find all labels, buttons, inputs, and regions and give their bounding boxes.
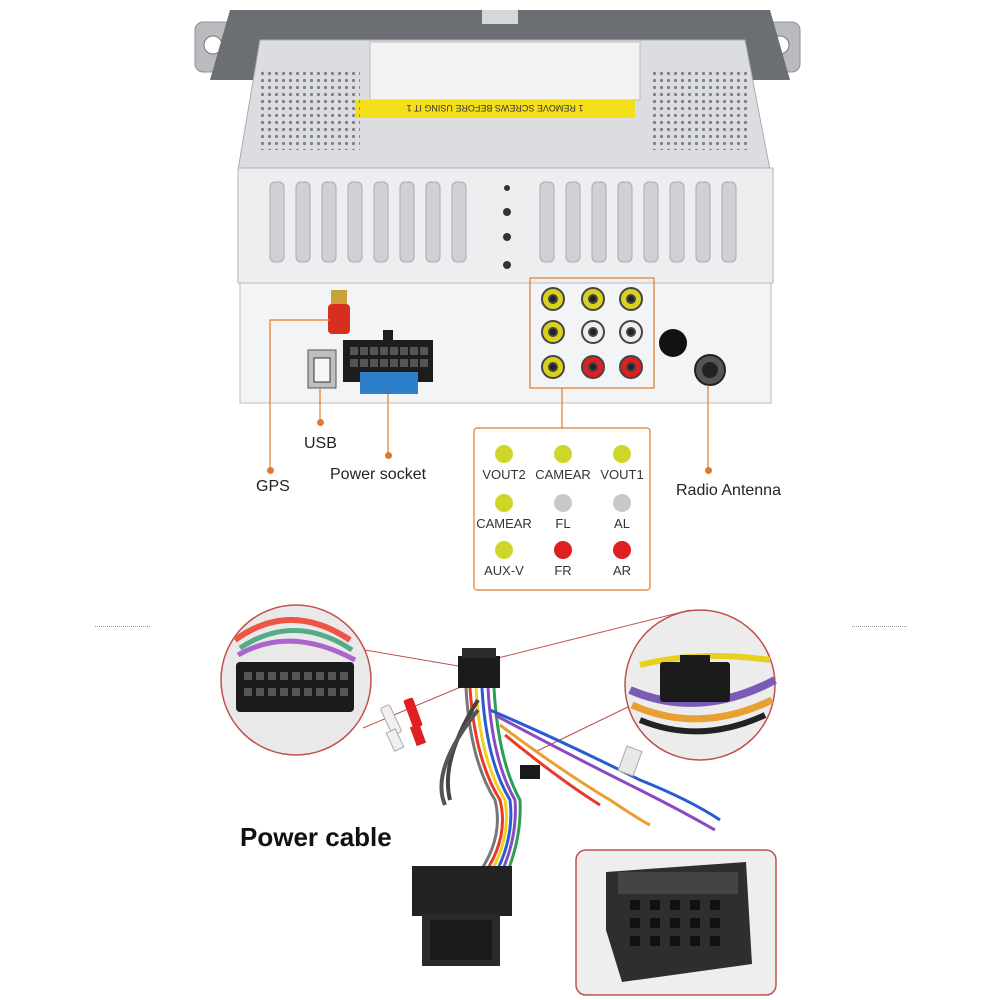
legend-label: AR (612, 563, 632, 578)
upper-chassis (237, 167, 774, 284)
device-illustration: 1 REMOVE SCREWS BEFORE USING IT 1 (194, 10, 801, 591)
power-socket-pin (385, 452, 392, 459)
gps-connector (328, 290, 350, 334)
legend-dot (554, 445, 572, 463)
cable-bottom-connector (412, 866, 512, 966)
legend-label: AUX-V (484, 563, 524, 578)
antenna-pin (705, 467, 712, 474)
legend-dot (613, 494, 631, 512)
power-socket-label: Power socket (330, 466, 427, 483)
rca-plugs (380, 697, 427, 752)
leader-lines (269, 319, 709, 470)
legend-label: VOUT2 (482, 467, 526, 482)
legend-dot (554, 494, 572, 512)
legend-label: AL (614, 516, 630, 531)
top-cover: 1 REMOVE SCREWS BEFORE USING IT 1 (237, 39, 771, 171)
rca-jack-panel (529, 277, 655, 389)
legend-label: VOUT1 (600, 467, 644, 482)
legend-dot (495, 494, 513, 512)
legend-dot (495, 541, 513, 559)
antenna-port (659, 329, 726, 386)
legend-dot (554, 541, 572, 559)
cable-top-connector (458, 648, 500, 688)
radio-antenna-label: Radio Antenna (676, 482, 781, 499)
zoom-circle-right (624, 609, 777, 761)
power-cable-title: Power cable (240, 822, 392, 852)
legend-dot (613, 541, 631, 559)
usb-port (307, 349, 337, 389)
usb-pin (317, 419, 324, 426)
zoom-box-bottom (575, 849, 777, 996)
gps-label: GPS (256, 478, 290, 495)
small-connector (520, 745, 643, 779)
svg-text:1 REMOVE SCREWS BEFORE USING I: 1 REMOVE SCREWS BEFORE USING IT 1 (407, 103, 584, 113)
divider-right (852, 626, 907, 627)
legend-label: CAMEAR (535, 467, 591, 482)
gps-pin (267, 467, 274, 474)
legend-label: FR (554, 563, 572, 578)
legend-label: CAMEAR (476, 516, 532, 531)
zoom-circle-left (220, 604, 372, 756)
legend-dot (613, 445, 631, 463)
power-cable-illustration (220, 604, 777, 996)
legend-dot (495, 445, 513, 463)
power-socket-port (343, 330, 433, 394)
usb-label: USB (304, 435, 337, 452)
legend-label: FL (555, 516, 571, 531)
divider-left (95, 626, 150, 627)
